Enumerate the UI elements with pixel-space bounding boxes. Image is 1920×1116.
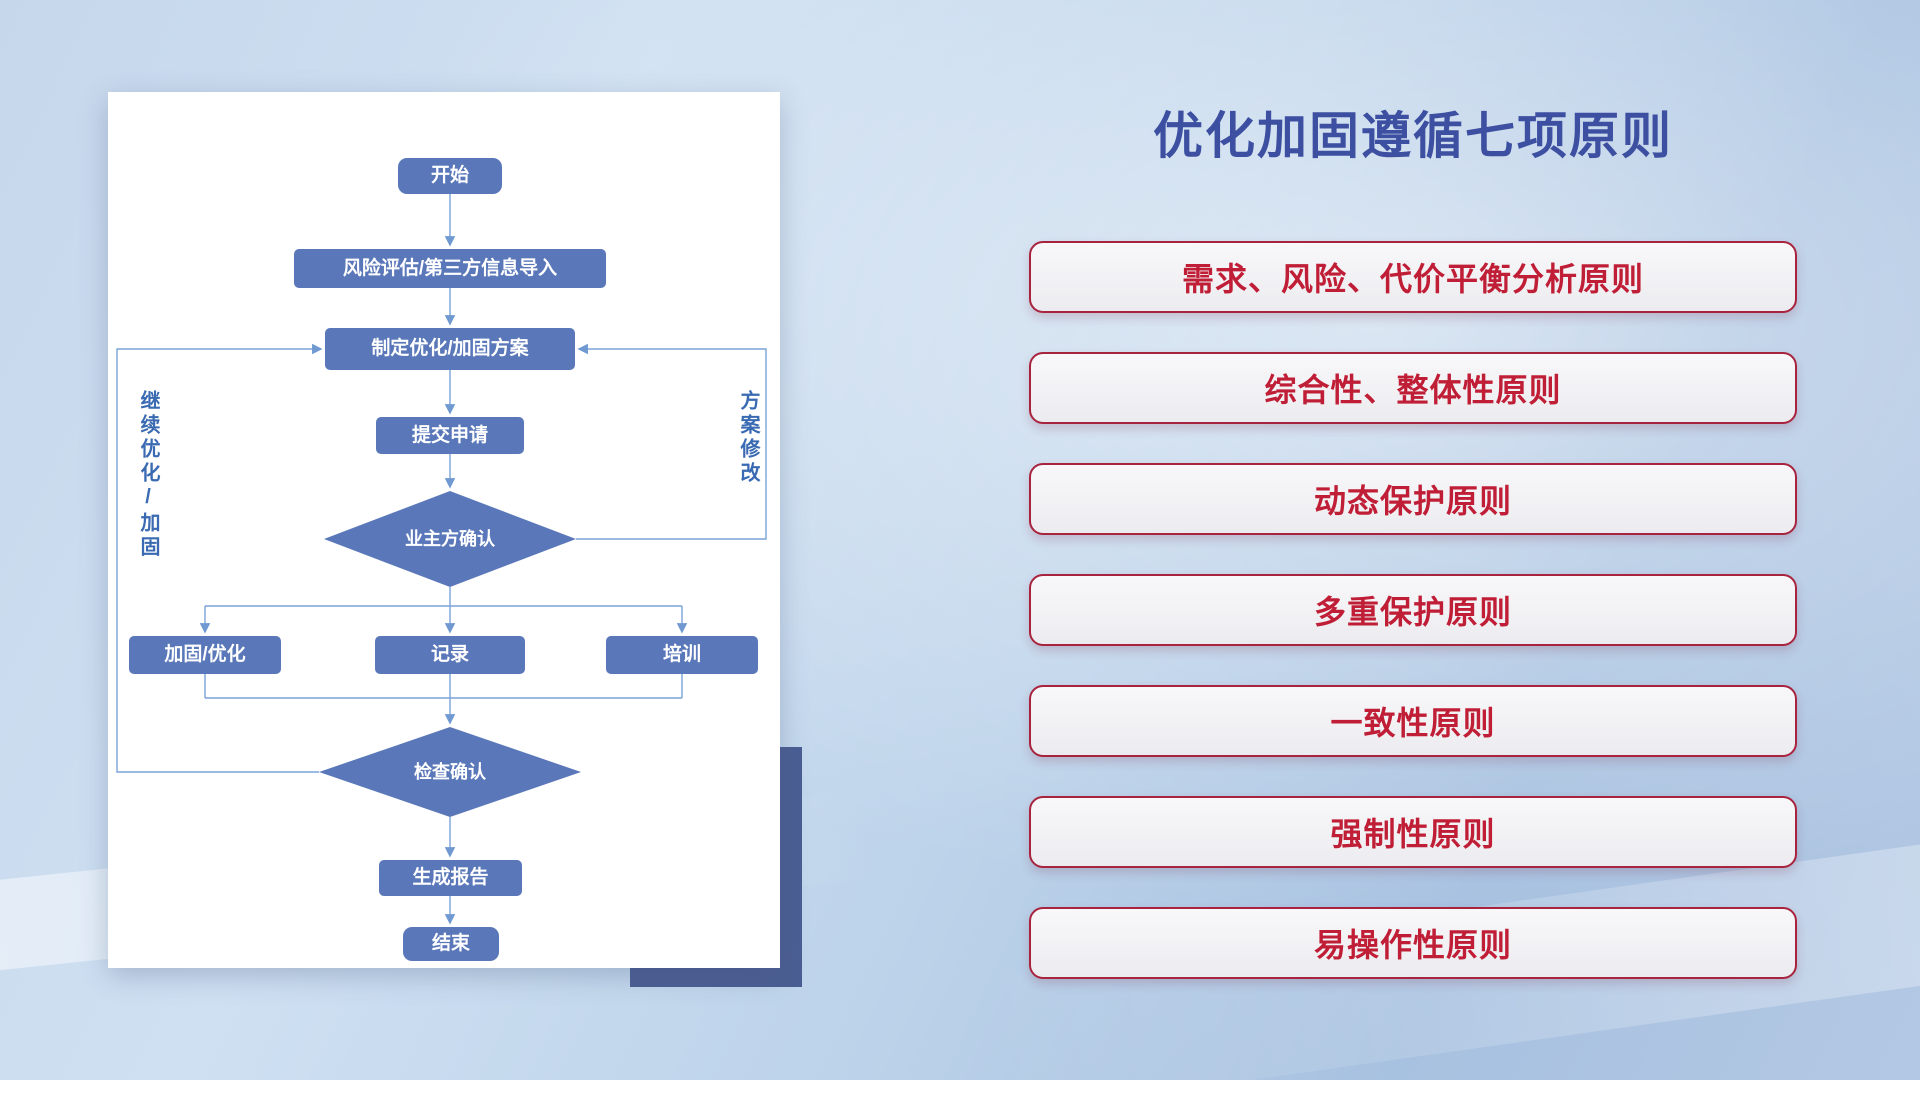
flow-node-record: 记录 xyxy=(375,636,525,674)
flowchart-connectors xyxy=(116,194,767,925)
principle-box-7: 易操作性原则 xyxy=(1029,907,1797,979)
principle-box-2: 综合性、整体性原则 xyxy=(1029,352,1797,424)
flow-node-submit: 提交申请 xyxy=(376,417,524,454)
flow-node-make-plan: 制定优化/加固方案 xyxy=(325,328,575,370)
page-title: 优化加固遵循七项原则 xyxy=(1153,108,1673,164)
principles-panel: 优化加固遵循七项原则 需求、风险、代价平衡分析原则 综合性、整体性原则 动态保护… xyxy=(1029,0,1797,1080)
principles-list: 需求、风险、代价平衡分析原则 综合性、整体性原则 动态保护原则 多重保护原则 一… xyxy=(1029,241,1797,979)
flow-node-report: 生成报告 xyxy=(379,860,522,896)
flow-node-start: 开始 xyxy=(398,158,502,194)
flow-node-end: 结束 xyxy=(403,927,499,961)
principle-box-5: 一致性原则 xyxy=(1029,685,1797,757)
principle-box-6: 强制性原则 xyxy=(1029,796,1797,868)
flowchart-card: 开始 风险评估/第三方信息导入 制定优化/加固方案 提交申请 业主方确认 加固/… xyxy=(108,92,780,968)
principle-box-4: 多重保护原则 xyxy=(1029,574,1797,646)
flow-side-label-continue: 继续优化/加固 xyxy=(137,390,159,560)
principle-box-3: 动态保护原则 xyxy=(1029,463,1797,535)
flow-side-label-modify: 方案修改 xyxy=(737,390,759,486)
flow-node-training: 培训 xyxy=(606,636,758,674)
flow-node-reinforce: 加固/优化 xyxy=(129,636,281,674)
flow-node-risk-import: 风险评估/第三方信息导入 xyxy=(294,249,606,288)
principle-box-1: 需求、风险、代价平衡分析原则 xyxy=(1029,241,1797,313)
